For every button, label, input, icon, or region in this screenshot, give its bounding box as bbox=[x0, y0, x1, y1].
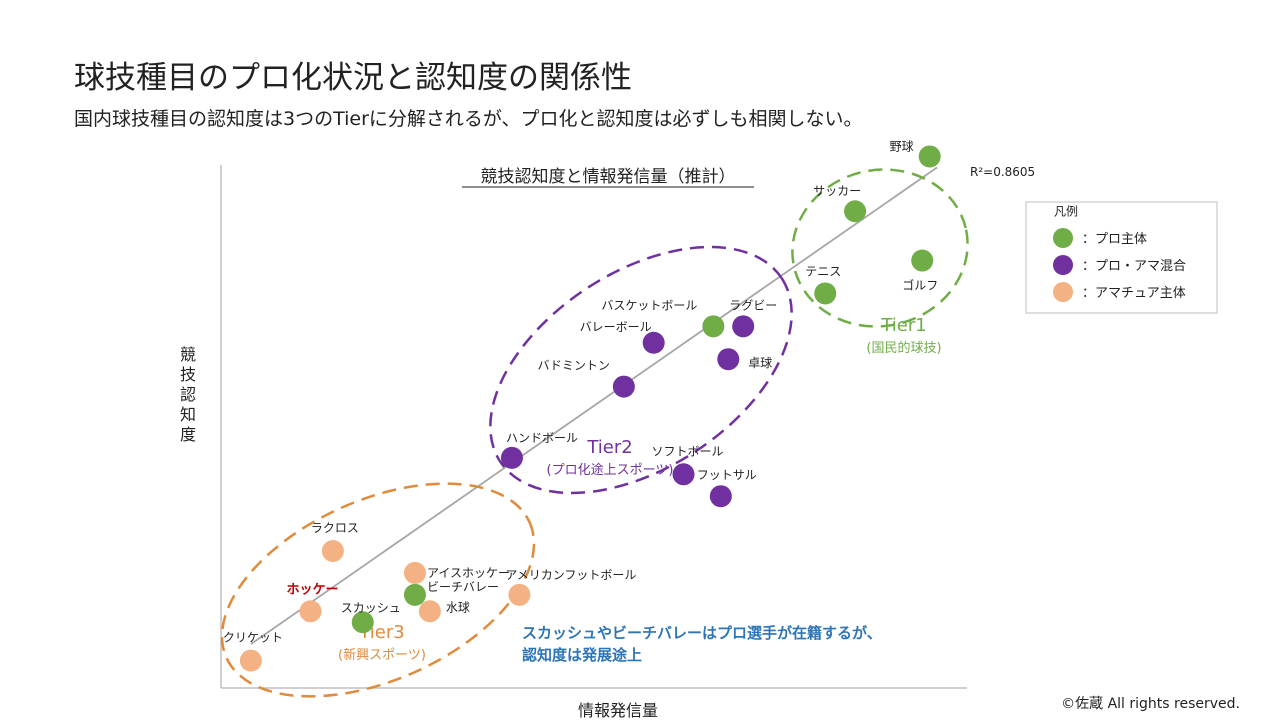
tier2-label: Tier2 bbox=[586, 437, 632, 458]
data-point bbox=[911, 249, 934, 272]
legend-marker-amateur bbox=[1053, 282, 1073, 302]
data-point-label: ハンドボール bbox=[506, 431, 578, 445]
data-point-label: フットサル bbox=[697, 468, 757, 482]
tier2-sublabel: (プロ化途上スポーツ) bbox=[547, 462, 674, 478]
page-subtitle: 国内球技種目の認知度は3つのTierに分解されるが、プロ化と認知度は必ずしも相関… bbox=[74, 108, 863, 130]
data-point bbox=[299, 600, 322, 623]
data-point bbox=[351, 611, 374, 634]
annotation-line-1: スカッシュやビーチバレーはプロ選手が在籍するが、 bbox=[522, 624, 882, 642]
data-point-label: ラクロス bbox=[311, 521, 359, 535]
data-point-label: バレーボール bbox=[580, 320, 652, 334]
legend-marker-mixed bbox=[1053, 255, 1073, 275]
data-point bbox=[732, 315, 755, 338]
data-point-label: バドミントン bbox=[537, 359, 609, 373]
legend-label-amateur: ：アマチュア主体 bbox=[1082, 286, 1186, 301]
data-point bbox=[321, 540, 344, 562]
data-point-label: 卓球 bbox=[748, 356, 772, 370]
data-point bbox=[702, 315, 725, 338]
data-point-label: クリケット bbox=[223, 631, 283, 645]
tier2-ellipse bbox=[489, 245, 793, 495]
data-point bbox=[672, 463, 695, 486]
trendline bbox=[250, 166, 938, 645]
data-point-label: バスケットボール bbox=[601, 298, 697, 312]
y-axis-label: 競技認知度 bbox=[180, 345, 196, 444]
page-title: 球技種目のプロ化状況と認知度の関係性 bbox=[74, 60, 632, 96]
legend-label-mixed: ：プロ・アマ混合 bbox=[1082, 259, 1186, 274]
data-point bbox=[918, 145, 941, 168]
data-point bbox=[844, 200, 867, 223]
data-point bbox=[642, 331, 665, 354]
data-point bbox=[814, 282, 837, 305]
data-point bbox=[403, 561, 426, 584]
r-squared-label: R²=0.8605 bbox=[970, 165, 1035, 179]
legend-title: 凡例 bbox=[1054, 205, 1078, 219]
data-point-label: ビーチバレー bbox=[427, 580, 499, 594]
legend-marker-pro bbox=[1053, 228, 1073, 248]
data-point-label: 野球 bbox=[890, 139, 914, 153]
tier3-ellipse bbox=[220, 482, 536, 698]
x-axis-label: 情報発信量 bbox=[578, 701, 658, 720]
tier1-label: Tier1 bbox=[880, 315, 926, 336]
data-point bbox=[508, 583, 531, 606]
data-point-label: スカッシュ bbox=[341, 601, 401, 615]
legend-label-pro: ：プロ主体 bbox=[1082, 232, 1147, 247]
data-point-label: 水球 bbox=[446, 600, 470, 614]
legend: 凡例 ：プロ主体 ：プロ・アマ混合 ：アマチュア主体 bbox=[1025, 201, 1218, 314]
data-point-label: ホッケー bbox=[287, 582, 339, 597]
tier3-sublabel: (新興スポーツ) bbox=[338, 647, 426, 663]
chart-title: 競技認知度と情報発信量（推計） bbox=[481, 167, 736, 187]
copyright-text: ©佐蔵 All rights reserved. bbox=[1061, 696, 1240, 712]
data-point-label: ラグビー bbox=[729, 298, 777, 312]
annotation-line-2: 認知度は発展途上 bbox=[522, 646, 642, 664]
data-point-label: ゴルフ bbox=[902, 278, 938, 293]
data-point bbox=[500, 446, 523, 469]
tier1-sublabel: (国民的球技) bbox=[866, 340, 941, 356]
data-point-label: アメリカンフットボール bbox=[505, 568, 636, 582]
data-point bbox=[403, 583, 426, 606]
data-point bbox=[717, 348, 740, 371]
data-point bbox=[239, 649, 262, 672]
data-point-label: サッカー bbox=[813, 184, 861, 198]
data-point-label: ソフトボール bbox=[652, 444, 724, 458]
data-point bbox=[418, 600, 441, 623]
tier1-ellipse bbox=[791, 168, 969, 328]
data-point bbox=[612, 375, 635, 398]
data-point bbox=[709, 485, 732, 508]
data-point-label: アイスホッケー bbox=[427, 566, 510, 580]
data-point-label: テニス bbox=[805, 264, 841, 278]
